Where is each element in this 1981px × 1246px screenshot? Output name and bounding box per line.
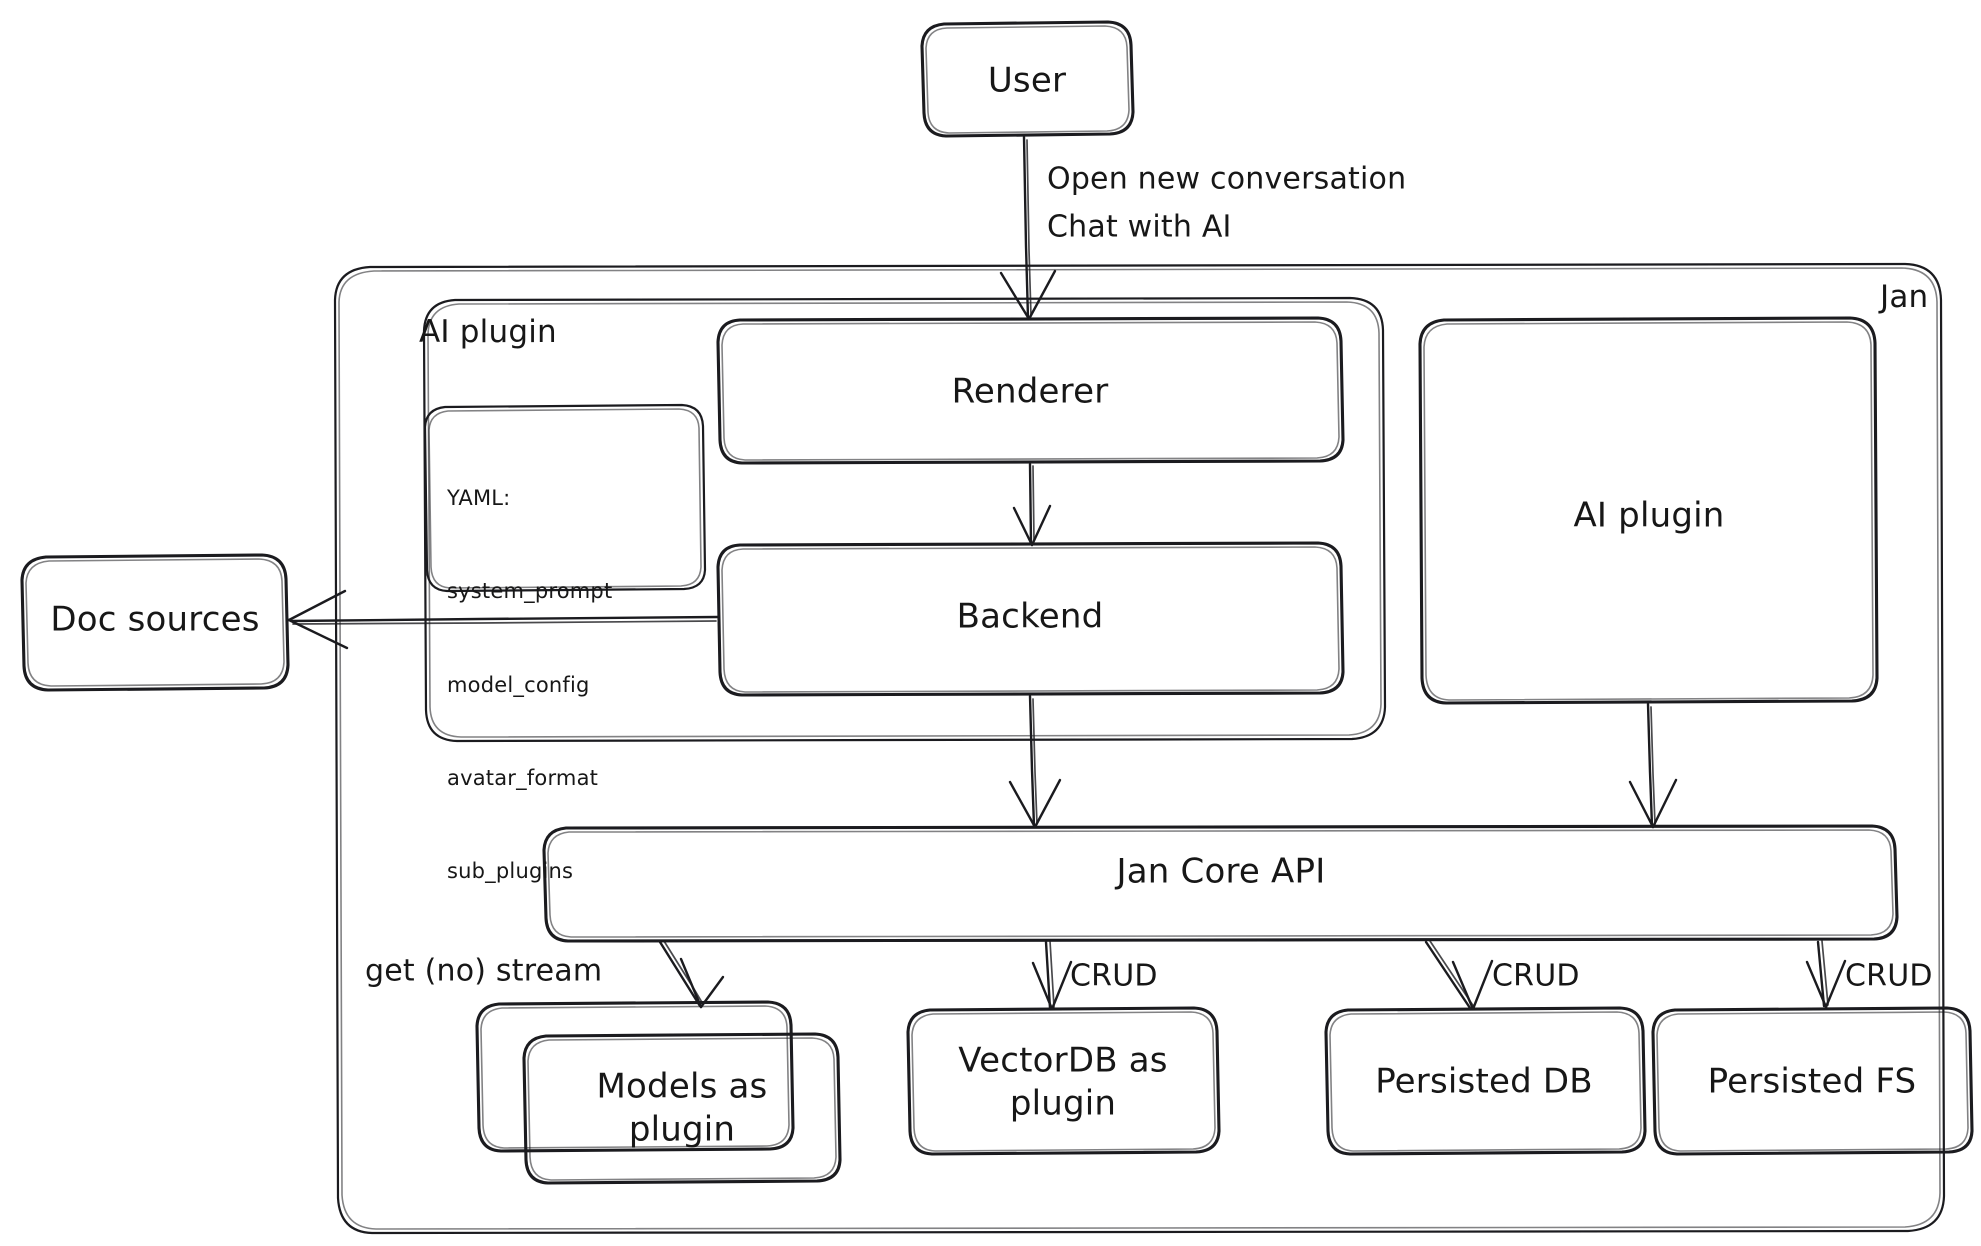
node-persisted-db-shape[interactable]: [1324, 1006, 1647, 1156]
node-label-persisted-fs: Persisted FS: [1707, 1061, 1917, 1102]
edge-jan-core-api-to-models-plugin: [658, 940, 725, 1009]
yaml-key-sub-plugins: sub_plugins: [447, 859, 574, 884]
edge-user-to-renderer: [999, 135, 1057, 321]
node-label-vectordb-plugin: VectorDB as plugin: [958, 1040, 1168, 1124]
edge-renderer-to-backend: [1012, 462, 1052, 547]
yaml-key-avatar-format: avatar_format: [447, 765, 599, 790]
node-label-renderer: Renderer: [951, 371, 1109, 412]
edge-ai-plugin-to-jan-core-api: [1628, 702, 1678, 829]
yaml-key-model-config: model_config: [447, 672, 590, 697]
container-jan-shape: [333, 262, 1946, 1235]
edge-jan-core-api-to-vectordb: [1031, 940, 1073, 1011]
node-label-jan-core-api: Jan Core API: [1116, 851, 1326, 892]
yaml-card-content: YAML: system_prompt model_config avatar_…: [447, 421, 612, 949]
yaml-card-header: YAML:: [447, 486, 511, 511]
edge-jan-core-api-to-persisted-db: [1424, 940, 1494, 1011]
edge-backend-to-jan-core-api: [1008, 694, 1062, 829]
container-ai-plugin-group-shape: [422, 296, 1387, 743]
edge-label-open-new-conversation: Open new conversation: [1047, 161, 1407, 197]
node-label-persisted-db: Persisted DB: [1375, 1061, 1593, 1102]
edge-label-crud-vectordb: CRUD: [1070, 958, 1158, 994]
edge-label-crud-persisted-db: CRUD: [1492, 958, 1580, 994]
edge-label-crud-persisted-fs: CRUD: [1845, 958, 1933, 994]
node-label-ai-plugin-right: AI plugin: [1573, 495, 1725, 536]
node-label-backend: Backend: [956, 596, 1104, 637]
node-backend-shape[interactable]: [716, 541, 1345, 697]
container-label-ai-plugin-group: AI plugin: [419, 314, 557, 351]
node-label-user: User: [987, 60, 1067, 101]
node-renderer-shape[interactable]: [716, 316, 1345, 465]
yaml-key-system-prompt: system_prompt: [447, 579, 613, 604]
edge-jan-core-api-to-persisted-fs: [1805, 940, 1847, 1009]
node-ai-plugin-right-shape[interactable]: [1418, 316, 1879, 705]
edge-label-chat-with-ai: Chat with AI: [1047, 209, 1232, 245]
node-models-plugin-shape[interactable]: [475, 1000, 842, 1185]
edge-label-get-no-stream: get (no) stream: [365, 953, 603, 989]
node-label-doc-sources: Doc sources: [50, 599, 260, 640]
node-jan-core-api-shape[interactable]: [542, 824, 1899, 943]
yaml-card-shape: [423, 403, 707, 593]
edge-backend-to-doc-sources: [287, 589, 720, 650]
node-label-models-plugin: Models as plugin: [596, 1066, 768, 1150]
node-doc-sources-shape[interactable]: [20, 553, 290, 692]
node-vectordb-plugin-shape[interactable]: [906, 1006, 1221, 1156]
container-label-jan: Jan: [1880, 279, 1929, 316]
node-persisted-fs-shape[interactable]: [1651, 1006, 1974, 1156]
node-user-shape[interactable]: [920, 20, 1135, 138]
